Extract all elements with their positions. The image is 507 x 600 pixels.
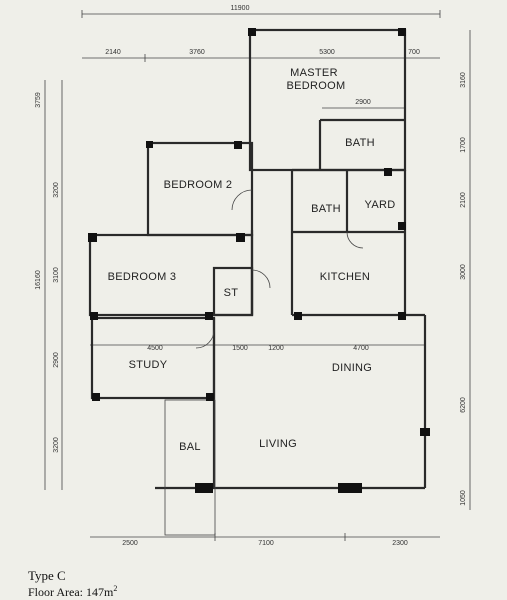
dim-left-4: 3200 — [53, 437, 60, 453]
dim-right-5: 6200 — [460, 397, 467, 413]
dim-mid-4: 4700 — [353, 345, 369, 352]
room-master-line2: BEDROOM — [287, 80, 346, 92]
room-kitchen: KITCHEN — [320, 271, 370, 283]
dim-left-1: 3200 — [53, 182, 60, 198]
door-swings — [195, 189, 364, 349]
dimension-labels: 11900 2140 3760 5300 700 2900 3160 1700 … — [35, 5, 467, 547]
dim-master-inner: 2900 — [355, 99, 371, 106]
dim-mid-3: 1200 — [268, 345, 284, 352]
room-master-line1: MASTER — [290, 67, 338, 79]
dim-right-4: 3000 — [460, 264, 467, 280]
dim-top-3: 5300 — [319, 49, 335, 56]
floor-area-text: Floor Area: 147m — [28, 585, 114, 599]
dim-left-3: 2900 — [53, 352, 60, 368]
room-bath: BATH — [311, 203, 341, 215]
room-bath-master: BATH — [345, 137, 375, 149]
dim-left-outer: 3759 — [35, 92, 42, 108]
dim-top-total: 11900 — [231, 5, 250, 12]
dim-right-1: 3160 — [460, 72, 467, 88]
dim-right-2: 1700 — [460, 137, 467, 153]
dim-left-2: 3100 — [53, 267, 60, 283]
room-bedroom-3: BEDROOM 3 — [108, 271, 177, 283]
dim-left-total: 16160 — [35, 270, 42, 290]
dim-top-1: 2140 — [105, 49, 121, 56]
dim-right-3: 2100 — [460, 192, 467, 208]
dim-mid-2: 1500 — [232, 345, 248, 352]
room-balcony: BAL — [179, 441, 201, 453]
room-dining: DINING — [332, 362, 372, 374]
room-bedroom-2: BEDROOM 2 — [164, 179, 233, 191]
dimension-lines — [44, 10, 471, 541]
room-living: LIVING — [259, 438, 297, 450]
walls — [88, 28, 427, 536]
room-store: ST — [224, 287, 239, 299]
dim-mid-1: 4500 — [147, 345, 163, 352]
room-study: STUDY — [129, 359, 168, 371]
dim-bottom-1: 2500 — [122, 540, 138, 547]
dim-bottom-2: 7100 — [258, 540, 274, 547]
dim-bottom-3: 2300 — [392, 540, 408, 547]
dim-top-4: 700 — [408, 49, 420, 56]
dim-right-6: 1050 — [460, 490, 467, 506]
room-yard: YARD — [365, 199, 396, 211]
plan-type-label: Type C — [28, 568, 66, 583]
structural-columns — [88, 28, 430, 493]
floor-area-label: Floor Area: 147m2 — [28, 584, 117, 600]
dim-top-2: 3760 — [189, 49, 205, 56]
room-labels: MASTER BEDROOM BATH BEDROOM 2 BATH YARD … — [108, 67, 396, 453]
floor-area-superscript: 2 — [113, 584, 118, 593]
